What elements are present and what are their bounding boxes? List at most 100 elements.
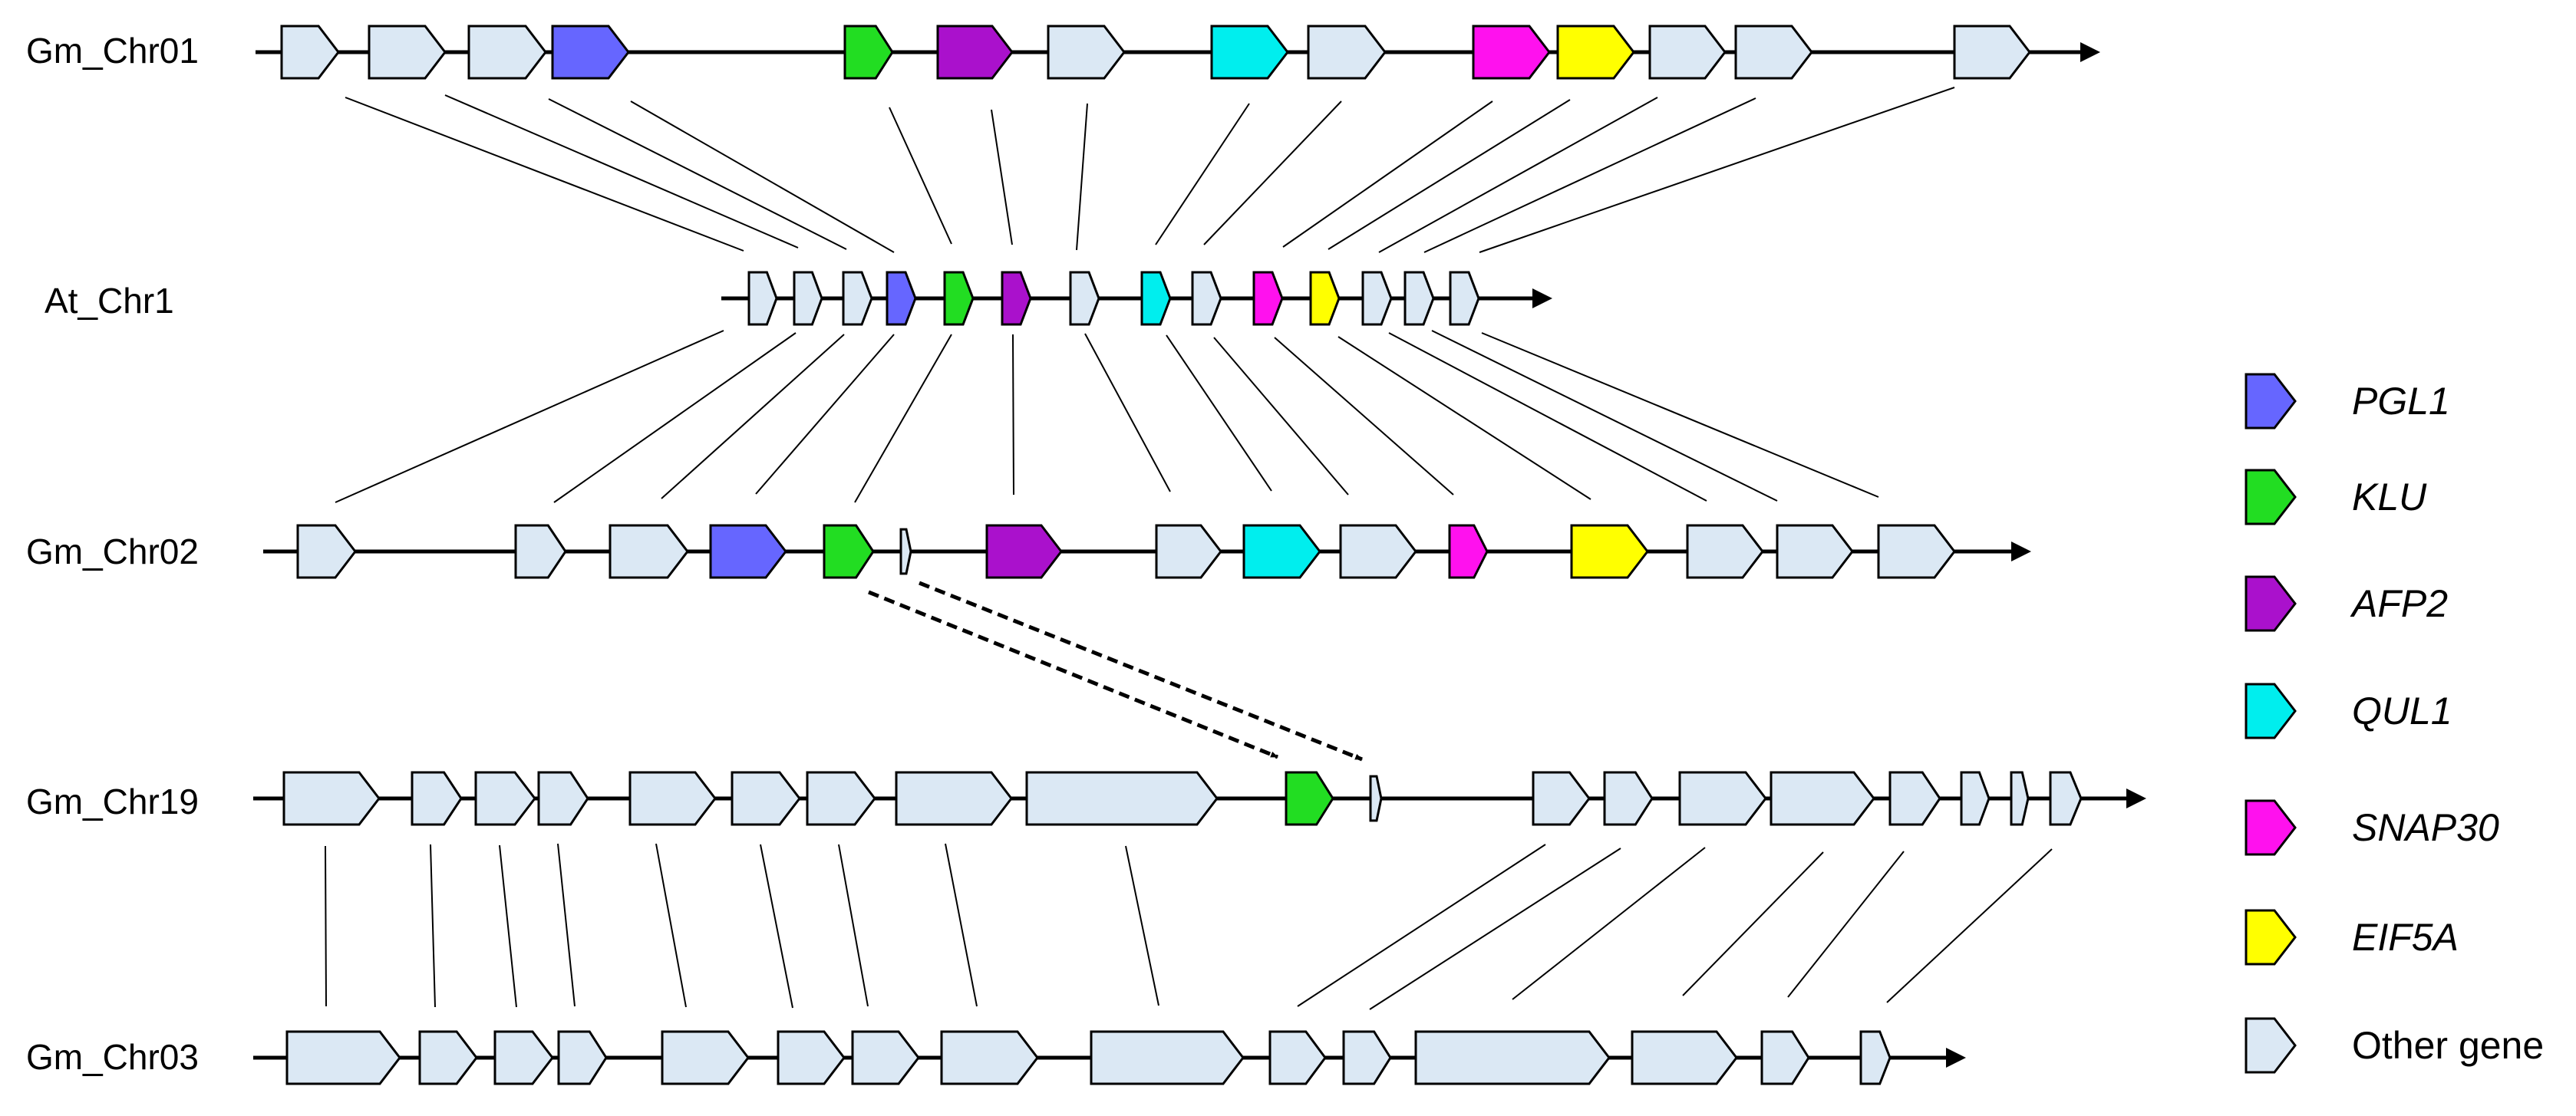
chr-label-gm03: Gm_Chr03 [26, 1037, 199, 1077]
gene-other [1369, 775, 1383, 822]
gene-other [280, 25, 340, 80]
gene-eif5a [1556, 25, 1635, 80]
gene-other [1268, 1030, 1327, 1085]
gene-other [2049, 771, 2083, 826]
chromosome-arrowhead [2011, 542, 2031, 561]
gene-other [1953, 25, 2031, 80]
gene-other [793, 271, 823, 326]
chromosome-arrowhead [2080, 42, 2100, 62]
gene-other [282, 771, 381, 826]
gene-other [1776, 524, 1854, 579]
synteny-line [630, 100, 895, 253]
synteny-line [1431, 330, 1778, 502]
synteny-line [655, 843, 687, 1008]
synteny-line [1084, 333, 1171, 492]
gene-other [493, 1030, 554, 1085]
synteny-line [557, 843, 576, 1007]
duplication-arrow [868, 590, 1278, 759]
gene-other [1090, 1030, 1245, 1085]
synteny-line [1682, 851, 1824, 996]
gene-other [1859, 1030, 1892, 1085]
legend-item-pgl1: PGL1 [2245, 373, 2450, 430]
gene-other [731, 771, 801, 826]
gene-other [1960, 771, 1991, 826]
synteny-line [499, 844, 517, 1008]
synteny-line [1125, 845, 1159, 1006]
gene-other [1069, 271, 1100, 326]
legend-swatch-pgl1 [2245, 373, 2297, 430]
gene-other [1339, 524, 1417, 579]
synteny-line [553, 332, 797, 503]
chromosome-arrowhead [2126, 788, 2146, 808]
legend-label-other: Other gene [2352, 1024, 2544, 1067]
gene-klu [823, 524, 875, 579]
gene-other [1770, 771, 1875, 826]
synteny-line [335, 330, 724, 503]
gene-pgl1 [709, 524, 787, 579]
gene-other [1403, 271, 1435, 326]
synteny-line [945, 843, 978, 1007]
synteny-line [1155, 103, 1250, 245]
synteny-line [345, 97, 744, 252]
gene-other [940, 1030, 1039, 1085]
chromosome-arrowhead [1946, 1048, 1966, 1068]
legend-item-eif5a: EIF5A [2245, 909, 2459, 966]
synteny-line [1378, 97, 1658, 253]
gene-other [661, 1030, 750, 1085]
gene-eif5a [1309, 271, 1341, 326]
gene-other [1307, 25, 1387, 80]
gene-other [609, 524, 689, 579]
gene-other [1888, 771, 1941, 826]
legend-label-klu: KLU [2352, 476, 2427, 518]
gene-other [1414, 1030, 1611, 1085]
synteny-line [430, 844, 436, 1008]
gene-other [1361, 271, 1393, 326]
gene-other [474, 771, 536, 826]
synteny-line [889, 107, 952, 245]
gene-other [1532, 771, 1591, 826]
synteny-line [1388, 332, 1707, 502]
synteny-line [1787, 851, 1905, 998]
duplication-arrows [868, 581, 1363, 762]
chr-label-gm19: Gm_Chr19 [26, 782, 199, 821]
gene-other [1155, 524, 1222, 579]
legend-swatch-qul1 [2245, 683, 2297, 739]
gene-other [296, 524, 357, 579]
legend-item-snap30: SNAP30 [2245, 799, 2499, 856]
chromosome-gm02 [263, 524, 2031, 579]
gene-other [1877, 524, 1956, 579]
synteny-line [1328, 99, 1571, 250]
gene-other [1686, 524, 1764, 579]
legend-item-klu: KLU [2245, 469, 2427, 525]
gene-other [285, 1030, 401, 1085]
gene-other [851, 1030, 920, 1085]
gene-other [467, 25, 547, 80]
gene-other [411, 771, 463, 826]
gene-klu [843, 25, 894, 80]
legend-label-snap30: SNAP30 [2352, 806, 2499, 849]
legend-label-eif5a: EIF5A [2352, 916, 2459, 959]
chromosome-gm19 [253, 771, 2146, 826]
gene-snap30 [1448, 524, 1489, 579]
gene-other [1342, 1030, 1392, 1085]
gene-other [1603, 771, 1654, 826]
gene-other [1648, 25, 1727, 80]
gene-other [514, 524, 567, 579]
synteny-line [1479, 87, 1955, 253]
synteny-line [1203, 100, 1342, 245]
gene-other [777, 1030, 846, 1085]
gene-klu [1285, 771, 1334, 826]
gene-other [806, 771, 876, 826]
gene-klu [943, 271, 975, 326]
gene-qul1 [1242, 524, 1321, 579]
synteny-line [548, 98, 847, 250]
synteny-line [1297, 844, 1546, 1007]
gene-other [1449, 271, 1480, 326]
gene-other [1047, 25, 1126, 80]
synteny-line [1274, 337, 1454, 495]
chromosome-labels: Gm_Chr01 At_Chr1 Gm_Chr02 Gm_Chr19 Gm_Ch… [26, 31, 199, 1077]
chromosome-arrowhead [1532, 288, 1552, 308]
synteny-line [1369, 848, 1621, 1010]
legend-item-qul1: QUL1 [2245, 683, 2452, 739]
